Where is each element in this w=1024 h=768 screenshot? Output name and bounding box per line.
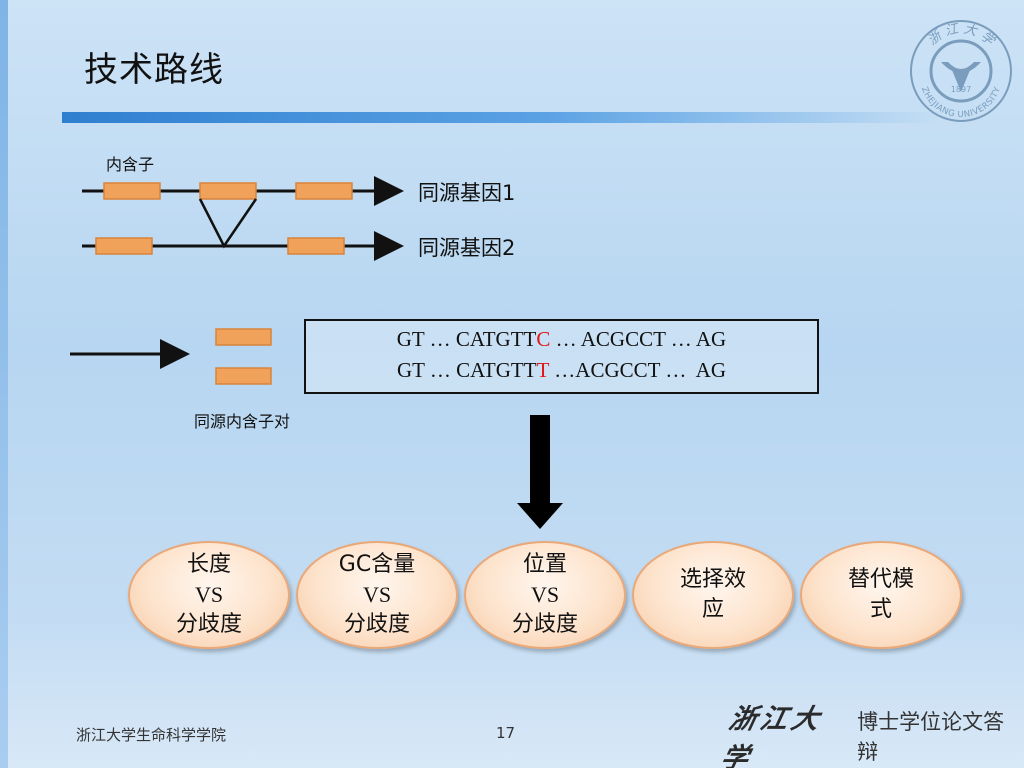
sequence-1-suffix: … ACGCCT … AG	[550, 327, 727, 351]
sequence-1-variant: C	[536, 327, 551, 351]
slide-left-strip	[0, 0, 8, 768]
footer-page-number: 17	[496, 724, 516, 742]
gene2-exon-2	[287, 237, 345, 255]
oval-3-vs: VS	[530, 582, 560, 607]
oval-1-top: 长度	[186, 552, 231, 577]
oval-4-bottom: 应	[701, 597, 724, 622]
oval-2-top: GC含量	[338, 552, 416, 577]
sequence-1-prefix: GT … CATGTT	[396, 327, 537, 351]
sequence-2-suffix: …ACGCCT … AG	[549, 358, 727, 382]
gene1-exon-2	[199, 182, 257, 200]
zhejiang-university-logo: 浙 江 大 学 1897 ZHEJIANG UNIVERSITY	[910, 20, 1012, 122]
analysis-oval-position: 位置 VS 分歧度	[464, 541, 626, 649]
sequence-line-2: GT … CATGTTT …ACGCCT … AG	[306, 358, 817, 383]
oval-2-vs: VS	[362, 582, 392, 607]
gene1-exon-3	[295, 182, 353, 200]
analysis-oval-selection: 选择效 应	[632, 541, 794, 649]
footer-branding: 浙江大学 博士学位论文答辩	[718, 704, 1024, 768]
intron-label: 内含子	[106, 155, 155, 174]
oval-2-bottom: 分歧度	[343, 612, 410, 637]
gene1-exon-1	[103, 182, 161, 200]
sequence-line-1: GT … CATGTTC … ACGCCT … AG	[306, 327, 817, 352]
sequence-2-prefix: GT … CATGTT	[396, 358, 537, 382]
down-arrow-head	[517, 503, 563, 529]
oval-3-bottom: 分歧度	[511, 612, 578, 637]
oval-1-vs: VS	[194, 582, 224, 607]
oval-5-top: 替代模	[847, 567, 914, 592]
gene1-label: 同源基因1	[418, 181, 516, 205]
gene2-exon-1	[95, 237, 153, 255]
oval-1-bottom: 分歧度	[175, 612, 242, 637]
intron-splice-marker	[198, 198, 258, 249]
sequence-2-variant: T	[536, 358, 550, 382]
footer-thesis-label: 博士学位论文答辩	[857, 710, 1005, 764]
intron-pair-bar-1	[215, 328, 272, 346]
oval-4-top: 选择效	[679, 567, 746, 592]
title-underline-bar	[62, 112, 942, 123]
oval-3-top: 位置	[522, 552, 567, 577]
sequence-alignment-box: GT … CATGTTC … ACGCCT … AG GT … CATGTTT …	[304, 319, 819, 394]
page-title: 技术路线	[84, 50, 224, 90]
intron-pair-label: 同源内含子对	[194, 412, 291, 431]
intron-pair-bar-2	[215, 367, 272, 385]
oval-5-bottom: 式	[869, 597, 892, 622]
down-arrow-shaft	[530, 415, 550, 507]
gene2-label: 同源基因2	[418, 236, 516, 260]
footer-university-calligraphy: 浙江大学	[717, 704, 826, 768]
logo-year: 1897	[951, 85, 971, 94]
footer-institution: 浙江大学生命科学学院	[76, 726, 227, 744]
analysis-oval-substitution: 替代模 式	[800, 541, 962, 649]
analysis-oval-length: 长度 VS 分歧度	[128, 541, 290, 649]
analysis-oval-gc-content: GC含量 VS 分歧度	[296, 541, 458, 649]
